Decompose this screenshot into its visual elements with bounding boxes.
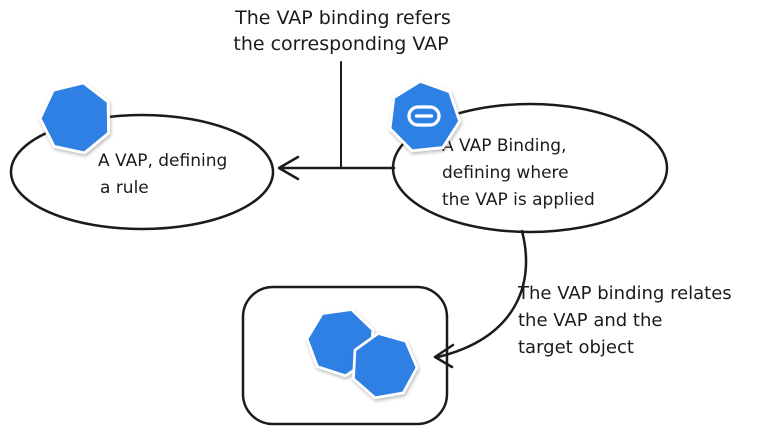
- relates-arrowhead: [433, 343, 455, 369]
- vap-heptagon-group: [38, 81, 111, 155]
- relates-arrow-line: [436, 229, 528, 359]
- target-heptagon-icon-2: [352, 332, 419, 400]
- relates-annotation-line2: the VAP and the: [518, 310, 662, 331]
- vap-binding-label-line2: defining where: [442, 163, 569, 183]
- target-heptagon-group-2: [352, 332, 419, 400]
- vap-label-line1: A VAP, defining: [98, 151, 227, 171]
- vap-label-line2: a rule: [100, 178, 149, 198]
- link-icon: [407, 105, 441, 127]
- vap-ellipse: [9, 113, 275, 231]
- refers-arrowhead: [277, 155, 300, 181]
- binding-heptagon-group: [388, 79, 462, 153]
- vap-binding-label-line3: the VAP is applied: [442, 190, 595, 210]
- heptagon-icon: [38, 81, 111, 155]
- relates-annotation-line1: The VAP binding relates: [517, 283, 732, 304]
- vap-binding-label-line1: A VAP Binding,: [442, 136, 567, 156]
- refers-annotation-line1: The VAP binding refers: [234, 7, 451, 29]
- refers-annotation-line2: the corresponding VAP: [233, 33, 448, 55]
- relates-annotation-line3: target object: [518, 337, 634, 358]
